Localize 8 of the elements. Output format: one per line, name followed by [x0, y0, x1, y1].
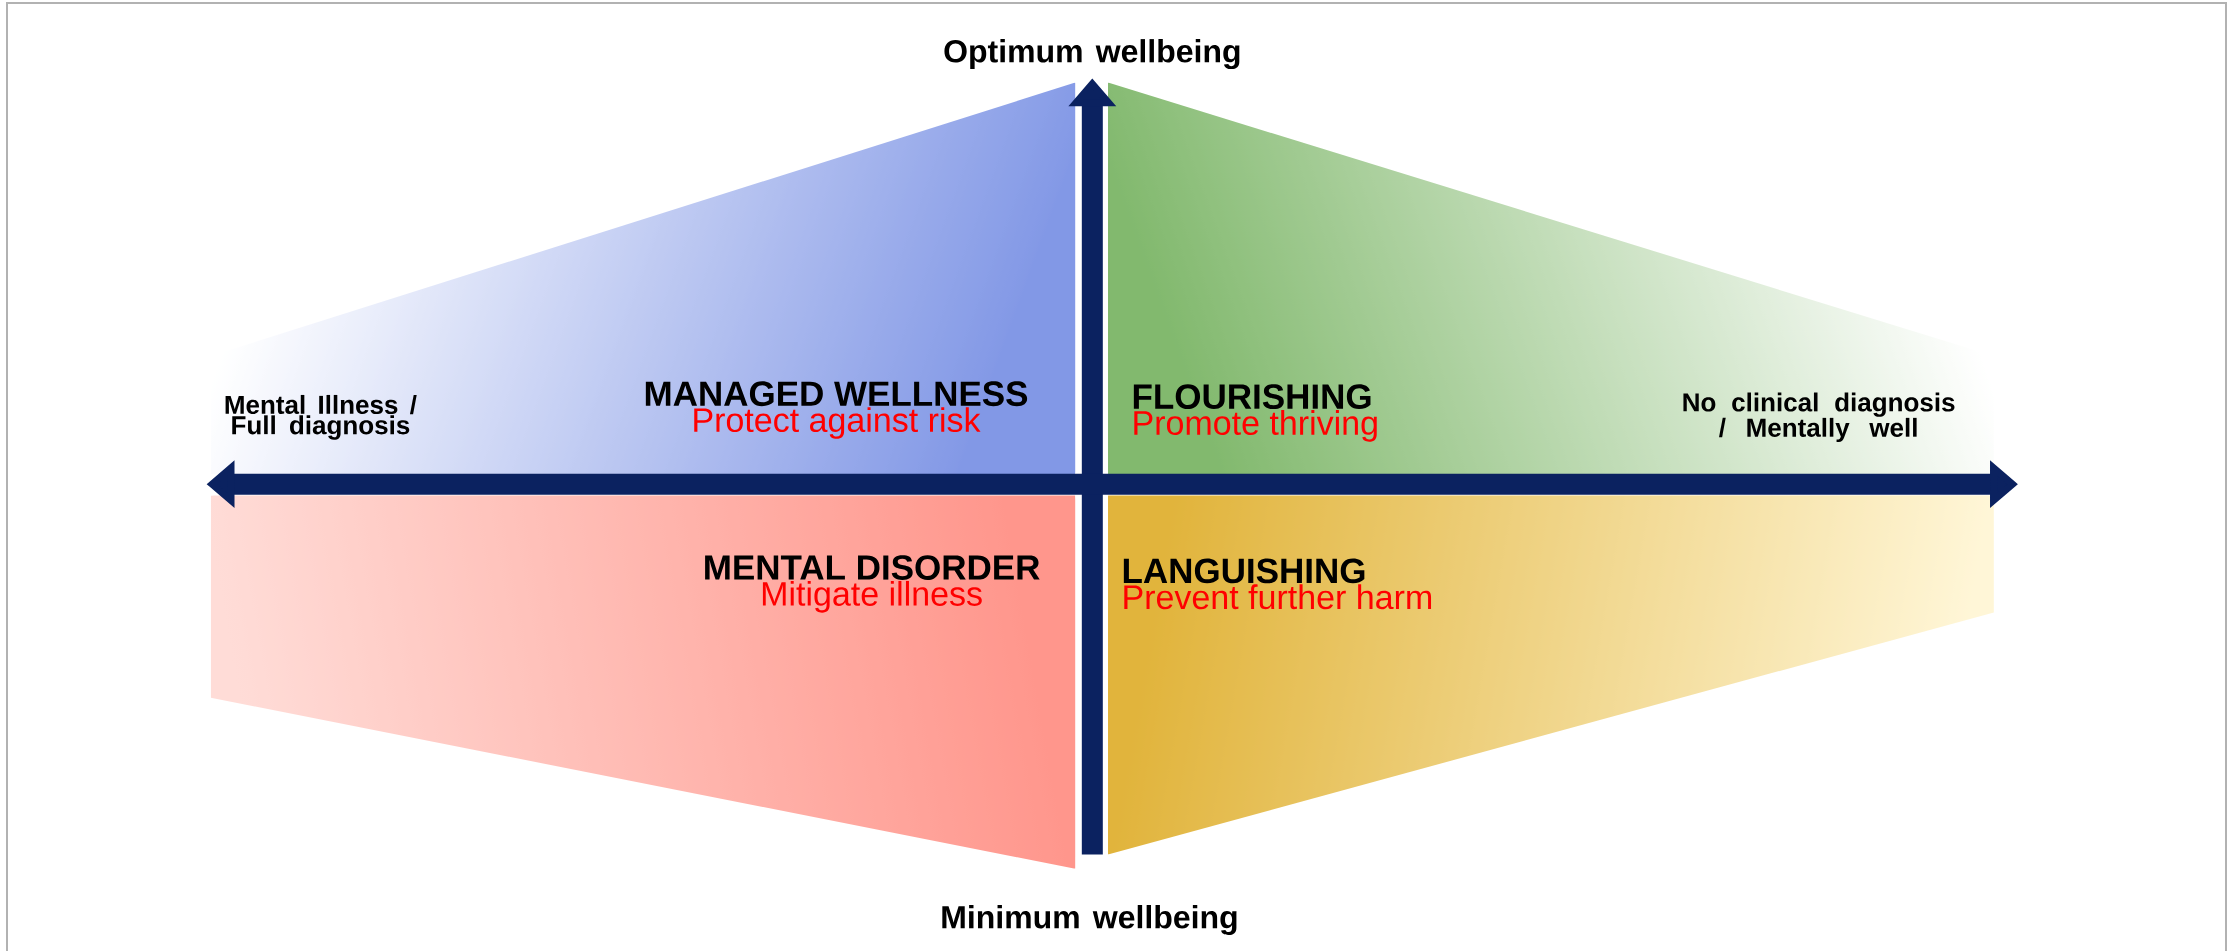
- quadrant: MANAGED WELLNESS Protect against risk: [645, 381, 1028, 439]
- quadrant: MENTAL DISORDER Mitigate illness: [705, 555, 1040, 613]
- axis-label: Minimum wellbeing: [942, 905, 1237, 935]
- quadrant: LANGUISHING Prevent further harm: [1123, 558, 1431, 610]
- axis-label: No clinical diagnosis / Mentally well: [1683, 392, 1955, 443]
- quadrant: FLOURISHING Promote thriving: [1133, 384, 1377, 442]
- axis-label: Optimum wellbeing: [944, 39, 1240, 70]
- axis-label: Mental Illness / Full diagnosis: [225, 394, 417, 440]
